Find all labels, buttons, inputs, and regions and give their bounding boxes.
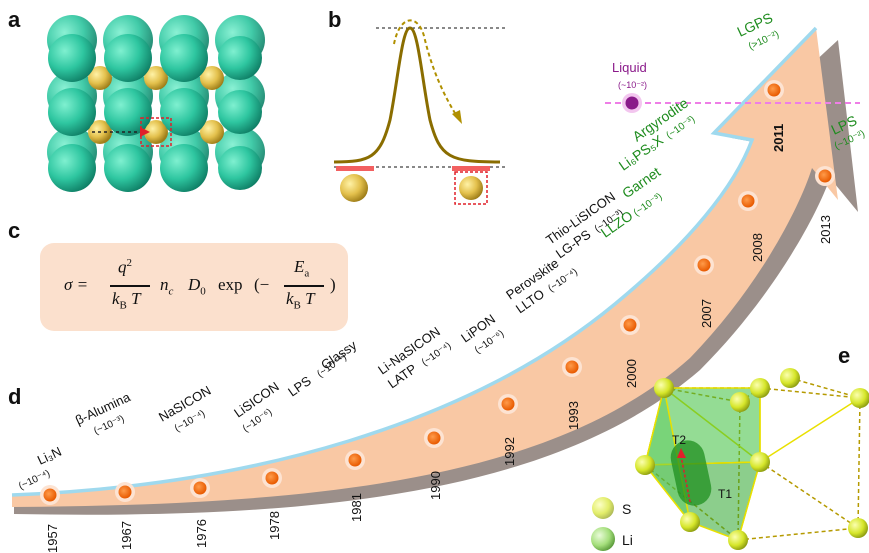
dot-1967 [115,482,135,502]
dot-1957 [40,485,60,505]
energy-barrier-diagram [333,19,508,205]
dot-2013 [815,166,835,186]
eq-close: ) [330,275,336,294]
eq-ea: Ea [294,257,310,280]
panel-label-a: a [8,7,21,32]
year-1981: 1981 [349,493,364,522]
year-1993: 1993 [566,401,581,430]
year-1992: 1992 [502,437,517,466]
dot-1976 [190,478,210,498]
panel-label-c: c [8,218,20,243]
dot-1993 [562,357,582,377]
eq-den: kB T [112,289,141,312]
liquid-value: (~10⁻²) [618,80,647,90]
dot-2011 [764,80,784,100]
year-1967: 1967 [119,521,134,550]
eq-nc: nc [160,275,174,298]
year-1976: 1976 [194,519,209,548]
timeline-dots [40,80,835,505]
timeline-arrow [11,26,858,515]
year-2011: 2011 [771,124,786,152]
legend-s-swatch [592,497,614,519]
eq-num: q2 [118,257,132,277]
dot-1978 [262,468,282,488]
year-1978: 1978 [267,511,282,540]
panel-label-e: e [838,343,850,368]
legend-li-swatch [591,527,615,551]
year-2008: 2008 [750,233,765,262]
year-1957: 1957 [45,524,60,553]
year-2013: 2013 [818,215,833,244]
liquid-reference: Liquid (~10⁻²) [605,60,860,113]
liquid-label: Liquid [612,60,647,75]
eq-exp: exp [218,275,243,294]
year-2000: 2000 [624,359,639,388]
eq-den2: kB T [286,289,315,312]
panel-label-d: d [8,384,21,409]
dot-2007 [694,255,714,275]
year-2007: 2007 [699,299,714,328]
timeline-years: 1957 1967 1976 1978 1981 1990 1992 1993 … [45,124,833,553]
material-lps: LPS [285,373,314,400]
legend-s-label: S [622,501,631,517]
legend-li-label: Li [622,532,633,548]
eq-sigma: σ = [64,275,89,294]
site-t2: T2 [672,433,686,447]
conductivity-equation: σ = q2 kB T nc D0 exp (− Ea kB T ) [40,243,348,331]
eq-frac-line-1 [110,285,150,287]
cond-llzo: (~10⁻³) [632,191,665,218]
dot-2000 [620,315,640,335]
material-li3n: Li₃N [35,444,64,468]
dot-1981 [345,450,365,470]
crystal-structure [47,15,265,192]
eq-frac-line-2 [284,285,324,287]
dot-1990 [424,428,444,448]
eq-open: (− [254,275,270,294]
site-t1: T1 [718,487,732,501]
dot-1992 [498,394,518,414]
dot-2008 [738,191,758,211]
polyhedron-structure: T2 T1 S Li [591,368,869,551]
panel-label-b: b [328,7,341,32]
eq-d0: D0 [188,275,206,298]
year-1990: 1990 [428,471,443,500]
